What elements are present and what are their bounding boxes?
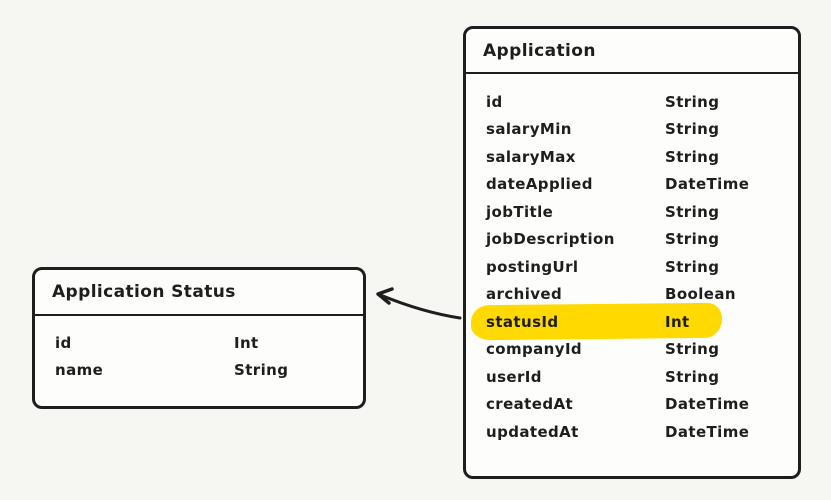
field-name: updatedAt	[486, 422, 579, 441]
field-type: DateTime	[665, 395, 750, 414]
field-row-jobdescription: jobDescription String	[466, 226, 798, 254]
field-list: id String salaryMin String salaryMax Str…	[466, 74, 798, 446]
field-type: DateTime	[665, 422, 750, 441]
field-row-companyid: companyId String	[466, 336, 798, 364]
relation-arrow-line	[376, 292, 462, 320]
field-type: Boolean	[665, 285, 736, 304]
field-row-salarymin: salaryMin String	[466, 116, 798, 144]
field-name: jobTitle	[486, 202, 554, 221]
field-type: String	[234, 360, 289, 379]
entity-application-status[interactable]: Application Status id Int name String	[32, 267, 366, 409]
field-row-dateapplied: dateApplied DateTime	[466, 171, 798, 199]
field-type: Int	[665, 312, 690, 331]
field-type: String	[665, 230, 720, 249]
field-row-id: id Int	[35, 329, 363, 356]
field-name: salaryMax	[486, 147, 576, 166]
field-row-postingurl: postingUrl String	[466, 253, 798, 281]
field-row-archived: archived Boolean	[466, 281, 798, 309]
field-name: companyId	[486, 340, 583, 359]
field-name: id	[55, 333, 72, 352]
field-row-updatedat: updatedAt DateTime	[466, 418, 798, 446]
field-row-createdat: createdAt DateTime	[466, 391, 798, 419]
relation-arrow[interactable]	[366, 280, 470, 328]
field-name: userId	[486, 367, 542, 386]
field-row-userid: userId String	[466, 363, 798, 391]
field-name: salaryMin	[486, 120, 572, 139]
field-name: jobDescription	[486, 230, 615, 249]
field-name: id	[486, 92, 503, 111]
field-type: Int	[234, 333, 259, 352]
field-name: dateApplied	[486, 175, 593, 194]
field-row-statusid: statusId Int	[466, 308, 798, 336]
field-type: String	[665, 367, 720, 386]
field-row-jobtitle: jobTitle String	[466, 198, 798, 226]
field-name: archived	[486, 285, 563, 304]
field-row-name: name String	[35, 356, 363, 383]
field-type: DateTime	[665, 175, 750, 194]
entity-application-status-header: Application Status	[35, 270, 363, 316]
field-type: String	[665, 120, 720, 139]
field-name: name	[55, 360, 104, 379]
entity-title: Application	[483, 40, 596, 61]
field-row-id: id String	[466, 88, 798, 116]
field-name: postingUrl	[486, 257, 579, 276]
relation-arrowhead-icon	[376, 287, 394, 305]
field-type: String	[665, 147, 720, 166]
field-row-salarymax: salaryMax String	[466, 143, 798, 171]
field-type: String	[665, 340, 720, 359]
field-name: createdAt	[486, 395, 574, 414]
field-type: String	[665, 202, 720, 221]
field-type: String	[665, 92, 720, 111]
field-name: statusId	[486, 312, 559, 331]
entity-application[interactable]: Application id String salaryMin String s…	[463, 26, 801, 479]
entity-title: Application Status	[52, 282, 236, 302]
field-list: id Int name String	[35, 316, 363, 383]
entity-application-header: Application	[466, 29, 798, 74]
field-type: String	[665, 257, 720, 276]
